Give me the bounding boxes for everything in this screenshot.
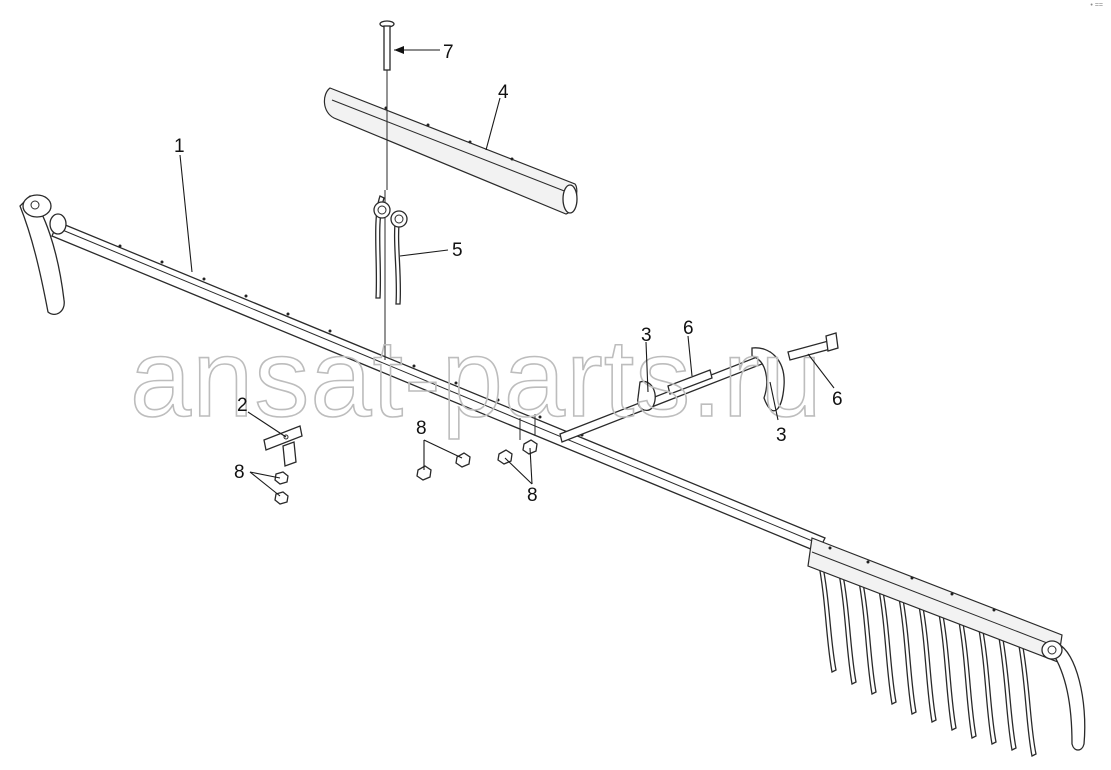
- callout-8-right: 8: [527, 485, 538, 506]
- tine-bar-assembly: [807, 537, 1086, 757]
- callout-6-right: 6: [832, 389, 843, 410]
- tine-bar-holes: [828, 546, 996, 612]
- part-5-spring-tines: [373, 195, 408, 305]
- bolt-6-right-head: [825, 332, 839, 352]
- callout-5: 5: [452, 240, 463, 261]
- spring-coil-left: [373, 201, 391, 219]
- callout-6-left: 6: [683, 318, 694, 339]
- callout-8-left: 8: [234, 462, 245, 483]
- part-8-nuts: [274, 414, 538, 505]
- bracket-plate: [263, 425, 303, 451]
- tines: [817, 558, 1037, 757]
- callouts: 1 2 3 3 4 5 6 6 7 8 8 8: [174, 42, 843, 506]
- nut-mid-d: [522, 439, 538, 455]
- right-crank-arm: [1051, 643, 1086, 751]
- callout-4: 4: [498, 82, 509, 103]
- callout-7: 7: [443, 42, 454, 63]
- nut-mid-b: [455, 452, 471, 468]
- callout-3-left: 3: [641, 325, 652, 346]
- left-hub-hole: [30, 200, 40, 210]
- left-crank-arm: [19, 195, 65, 315]
- left-hub: [22, 194, 52, 218]
- right-hub-hole: [1047, 645, 1057, 655]
- spring-tine-right: [393, 213, 402, 305]
- watermark: ansat-parts.ru: [130, 317, 823, 440]
- callout-8-middle: 8: [416, 418, 427, 439]
- leader-lines: [179, 46, 835, 497]
- cover-bar-end: [562, 184, 578, 214]
- pin-6-left: [667, 369, 713, 395]
- part-2-bracket: [263, 425, 303, 467]
- nut-left-top: [274, 471, 289, 485]
- spring-coil-right: [390, 210, 408, 228]
- nut-mid-c: [497, 449, 513, 465]
- corner-mark: • ==: [1090, 2, 1103, 9]
- part-7-bolt: [379, 20, 395, 360]
- cover-bar-body: [323, 87, 578, 215]
- bolt-shank: [383, 25, 391, 71]
- part-1-rake-shaft: [19, 194, 826, 553]
- callout-1: 1: [174, 136, 185, 157]
- left-collar: [49, 213, 67, 235]
- nut-mid-a: [416, 465, 432, 481]
- right-hub: [1041, 640, 1063, 660]
- parts-3-6-clamp-group: [559, 332, 839, 443]
- shaft-highlight: [59, 228, 823, 546]
- callout-3-right: 3: [776, 425, 787, 446]
- callout-2: 2: [237, 395, 248, 416]
- cover-bar-crease: [331, 99, 573, 195]
- clamp-3-left: [637, 380, 656, 412]
- part-4-cover-bar: [323, 87, 578, 215]
- tine-bar-edge: [811, 551, 1061, 649]
- bracket-tab: [282, 441, 297, 467]
